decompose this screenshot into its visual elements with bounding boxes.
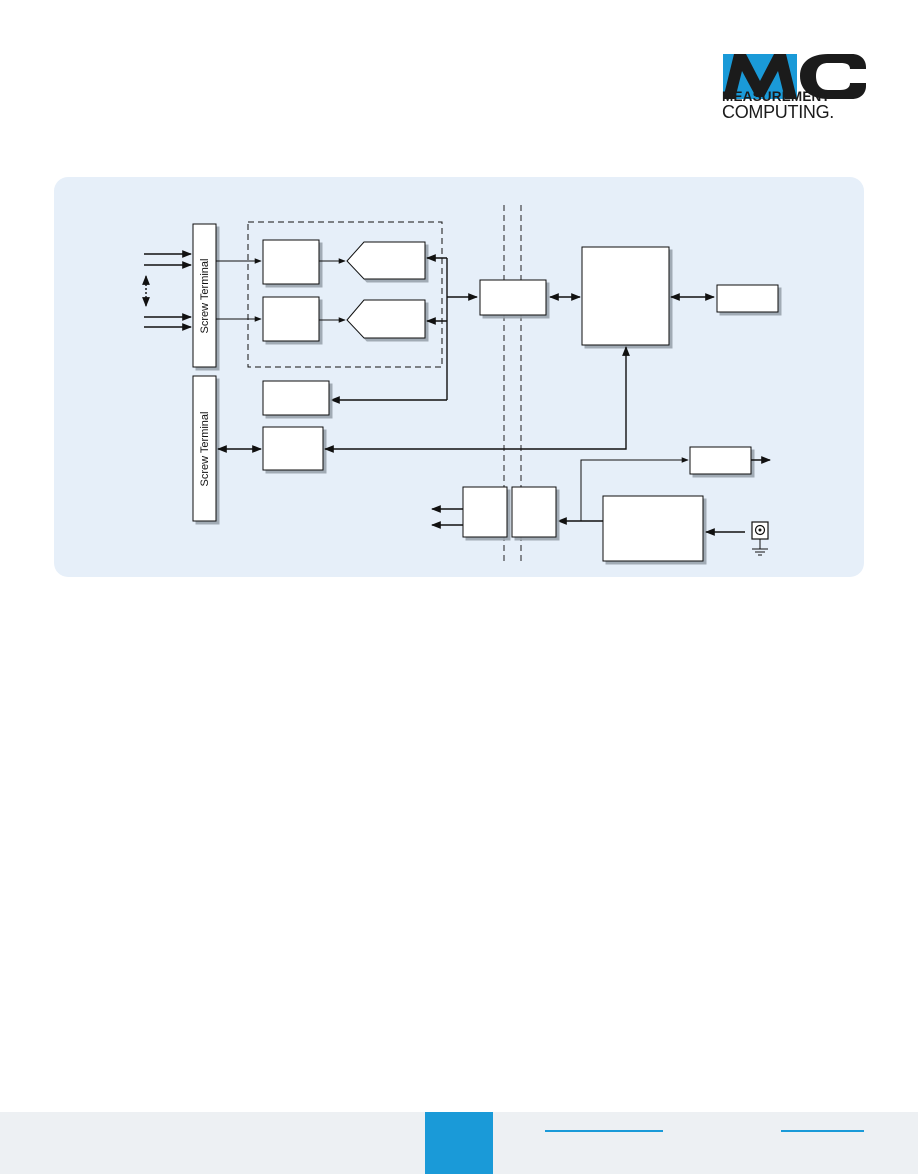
controller-block	[581, 246, 670, 346]
isolator-block	[479, 279, 547, 316]
memory-block	[716, 284, 779, 313]
footer-link-underline[interactable]	[781, 1130, 864, 1132]
brand-line-2: COMPUTING.	[722, 102, 834, 122]
measurement-computing-logo	[723, 54, 866, 99]
reference-block	[262, 380, 330, 416]
controller-to-digital-io-line	[324, 346, 630, 453]
screw-terminal-block-top	[192, 223, 217, 368]
power-output-block	[689, 446, 752, 475]
page-number-tab	[425, 1112, 493, 1174]
channel-1-block	[262, 239, 320, 285]
converter-1-shape	[346, 241, 426, 280]
power-jack-icon	[751, 521, 769, 556]
screw-terminal-bottom-label: Screw Terminal	[199, 412, 211, 487]
isolated-power-block-right	[511, 486, 557, 538]
footer-link-underline[interactable]	[545, 1130, 663, 1132]
screw-terminal-top-label: Screw Terminal	[199, 259, 211, 334]
screw-terminal-block-bottom	[192, 375, 217, 522]
power-supply-block	[602, 495, 704, 562]
power-distribution-line	[580, 457, 689, 521]
brand-line-1: MEASUREMENT	[722, 89, 830, 104]
digital-io-block	[262, 426, 324, 471]
isolated-power-block-left	[462, 486, 508, 538]
channel-2-block	[262, 296, 320, 342]
converter-2-shape	[346, 299, 426, 339]
